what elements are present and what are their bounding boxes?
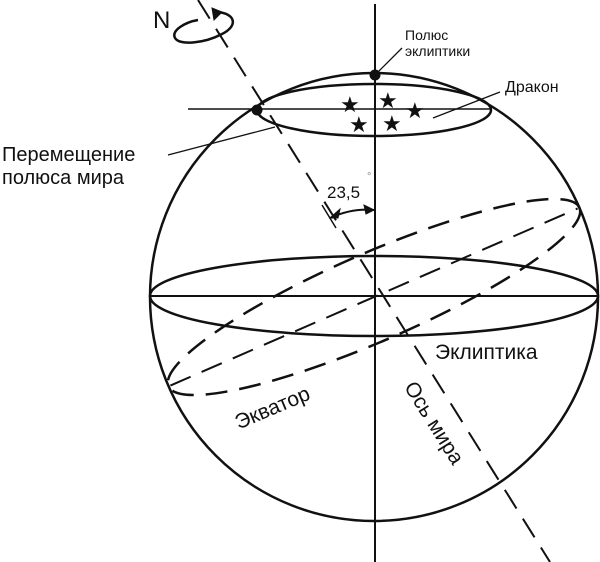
degree-sign: °: [367, 171, 372, 183]
draco-label-leader: [432, 91, 501, 119]
pole-motion-leader: [167, 126, 276, 156]
ecliptic-pole-dot: [369, 69, 381, 81]
star-icon: ★: [378, 88, 398, 113]
rotation-arrowhead: [211, 7, 223, 22]
angle-tick: [321, 204, 337, 229]
star-icon: ★: [340, 92, 360, 117]
ecliptic-label: Эклиптика: [435, 341, 538, 364]
arrowhead: [328, 204, 376, 219]
pole-motion-label-line1: Перемещение: [2, 144, 136, 166]
world-axis: [197, 0, 551, 562]
star-icon: ★: [405, 98, 425, 123]
world-pole-dot: [251, 104, 263, 116]
ecliptic-pole-label-line2: эклиптики: [405, 43, 471, 59]
pole-label-leader: [377, 47, 403, 73]
equator-diameter: [170, 207, 578, 387]
equator-circle: [166, 197, 582, 397]
star-icon: ★: [349, 112, 369, 137]
rotation-arrow-icon: [173, 10, 234, 44]
star-icon: ★: [382, 111, 402, 136]
ecliptic-pole-label-line1: Полюс: [405, 27, 449, 43]
angle-label: 23,5: [327, 183, 361, 202]
north-label: N: [153, 7, 171, 34]
pole-motion-label-line2: полюса мира: [2, 167, 125, 189]
draco-stars: ★ ★ ★ ★ ★: [340, 88, 425, 137]
draco-label: Дракон: [505, 79, 559, 96]
